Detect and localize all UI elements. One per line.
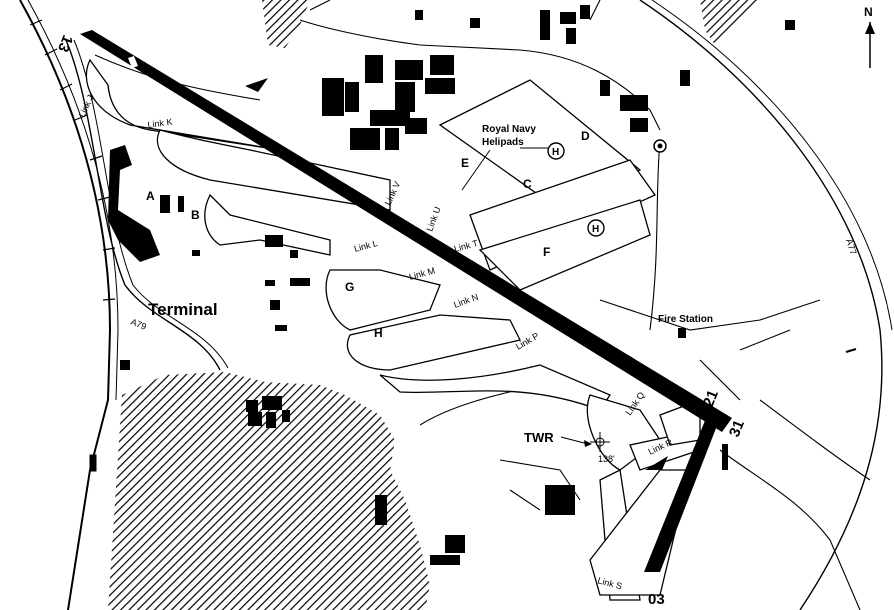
road-a77 (639, 0, 883, 610)
link-label-n: Link N (452, 292, 479, 310)
svg-text:H: H (592, 224, 599, 235)
terminal-label: Terminal (148, 300, 218, 319)
helipads-label-line2: Helipads (482, 137, 524, 148)
road-a77-edge (651, 0, 893, 331)
buildings-north (322, 5, 795, 150)
apron-label-f: F (543, 245, 550, 259)
link-label-u: Link U (424, 205, 442, 232)
road-label-a77: A77 (844, 238, 858, 256)
road-a79-edge (73, 39, 229, 369)
helipads-label-line1: Royal Navy (482, 124, 536, 135)
tower-icon (590, 432, 610, 452)
road-label-a79: A79 (129, 317, 148, 332)
link-label-t: Link T (453, 238, 480, 254)
runway-13-31 (80, 30, 732, 432)
runway-03-21 (644, 418, 720, 572)
link-label-m: Link M (408, 265, 436, 282)
link-label-k: Link K (147, 117, 173, 130)
road-a79 (65, 39, 221, 371)
apron-label-c: C (523, 177, 532, 191)
apron-label-a: A (146, 189, 155, 203)
link-label-p: Link P (514, 331, 541, 352)
svg-text:H: H (552, 147, 559, 158)
railway-line (19, 0, 119, 610)
taxiway-network (85, 58, 701, 601)
hatched-terrain-south (108, 372, 430, 610)
helipad-1: H (547, 142, 565, 160)
apron-label-g: G (345, 280, 354, 294)
runway-label-31: 31 (726, 418, 748, 440)
apron-label-d: D (581, 129, 590, 143)
tower-label: TWR (524, 430, 554, 445)
apron-label-b: B (191, 208, 200, 222)
hatched-terrain-north (262, 0, 310, 48)
north-label: N (864, 5, 873, 19)
buildings-south (120, 360, 575, 565)
apron-label-e: E (461, 156, 469, 170)
runway-label-03: 03 (648, 591, 665, 608)
helipad-2: H (587, 219, 605, 237)
tower-height-label: 138' (598, 454, 615, 464)
hatched-terrain-northeast (700, 0, 760, 45)
fire-station-label: Fire Station (658, 314, 713, 325)
runway-label-13: 13 (54, 33, 76, 55)
buildings-terminal (108, 145, 310, 331)
link-label-l: Link L (353, 238, 379, 254)
runway-label-21: 21 (700, 388, 722, 410)
north-arrow: N (864, 5, 875, 68)
apron-label-h: H (374, 326, 383, 340)
